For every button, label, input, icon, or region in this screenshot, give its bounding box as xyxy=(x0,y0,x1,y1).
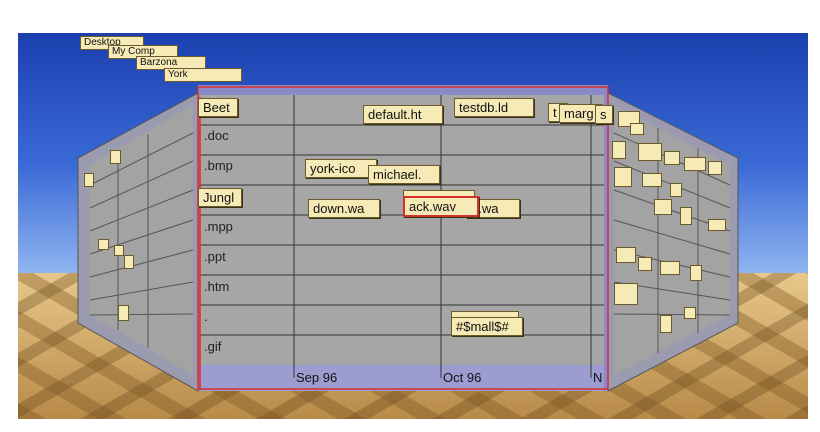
right-wall-file[interactable] xyxy=(690,265,702,281)
file-type-ppt: .ppt xyxy=(204,249,226,264)
row-tag-beet[interactable]: Beet xyxy=(198,98,238,117)
file-s[interactable]: s xyxy=(595,105,613,124)
time-tick-n: N xyxy=(593,370,603,385)
right-wall-file[interactable] xyxy=(660,261,680,275)
file-ack-wav-selected[interactable]: ack.wav xyxy=(403,196,479,217)
left-wall-file[interactable] xyxy=(124,255,134,269)
right-wall-file[interactable] xyxy=(684,157,706,171)
breadcrumb-york[interactable]: York xyxy=(164,68,242,82)
file-york-icon[interactable]: york-ico xyxy=(305,159,377,178)
right-wall-file[interactable] xyxy=(684,307,696,319)
right-wall-file[interactable] xyxy=(654,199,672,215)
left-wall-file[interactable] xyxy=(84,173,94,187)
right-wall-file[interactable] xyxy=(664,151,680,165)
focus-outline xyxy=(197,86,609,390)
file-type-doc: .doc xyxy=(204,128,229,143)
left-wall-file[interactable] xyxy=(98,239,109,250)
center-wall-grid xyxy=(200,95,604,378)
time-tick-sep-96: Sep 96 xyxy=(296,370,338,385)
file-type-htm: .htm xyxy=(204,279,230,294)
right-wall-file[interactable] xyxy=(614,283,638,305)
file-type-dot: . xyxy=(204,309,208,324)
right-wall-file[interactable] xyxy=(660,315,672,333)
left-wall-file[interactable] xyxy=(118,305,129,321)
file-type-gif: .gif xyxy=(204,339,222,354)
file-type-bmp: .bmp xyxy=(204,158,233,173)
left-wall-file[interactable] xyxy=(114,245,124,256)
right-wall-file[interactable] xyxy=(630,123,644,135)
file-type-mpp: .mpp xyxy=(204,219,233,234)
right-wall-file[interactable] xyxy=(638,143,662,161)
row-tag-jungle[interactable]: Jungl xyxy=(198,188,242,207)
3d-file-visualization: Desktop My Comp Barzona York .doc .bmp .… xyxy=(18,33,808,419)
time-tick-oct-96: Oct 96 xyxy=(443,370,482,385)
right-wall-file[interactable] xyxy=(680,207,692,225)
file-mall[interactable]: #$mall$# xyxy=(451,317,523,336)
time-axis-strip xyxy=(200,365,604,391)
file-michael[interactable]: michael. xyxy=(368,165,440,184)
left-wall-file[interactable] xyxy=(110,150,121,164)
right-wall-file[interactable] xyxy=(708,161,722,175)
file-down-wav[interactable]: down.wa xyxy=(308,199,380,218)
file-testdb[interactable]: testdb.ld xyxy=(454,98,534,117)
right-wall-file[interactable] xyxy=(708,219,726,231)
right-wall-file[interactable] xyxy=(638,257,652,271)
right-wall-file[interactable] xyxy=(614,167,632,187)
wall-geometry xyxy=(77,85,739,392)
right-wall-file[interactable] xyxy=(612,141,626,159)
file-default-ht[interactable]: default.ht xyxy=(363,105,443,124)
right-wall-file[interactable] xyxy=(642,173,662,187)
center-wall-face xyxy=(200,95,604,365)
right-wall-file[interactable] xyxy=(670,183,682,197)
right-wall-file[interactable] xyxy=(616,247,636,263)
